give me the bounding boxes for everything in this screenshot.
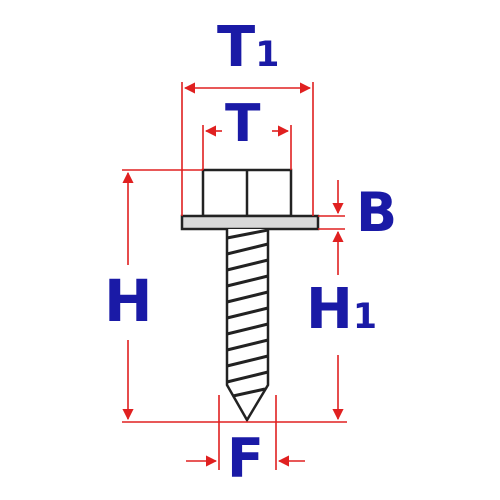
label-t-main: T (225, 94, 261, 154)
label-t1-main: T (217, 15, 256, 80)
label-t1-subscript: 1 (255, 35, 280, 75)
label-h1-main: H (306, 277, 353, 342)
label-h1: H1 (306, 282, 377, 338)
label-b-main: B (356, 181, 398, 244)
label-h1-subscript: 1 (352, 297, 378, 337)
label-t1: T1 (217, 20, 279, 76)
screw-body (180, 168, 320, 423)
label-f: F (227, 432, 264, 486)
label-h-main: H (104, 267, 153, 335)
thread-ridges (226, 228, 269, 398)
label-t: T (225, 98, 260, 150)
label-h: H (104, 272, 153, 330)
washer-flange (180, 214, 320, 231)
label-b: B (356, 186, 397, 240)
dimension-lines (122, 82, 347, 470)
label-f-main: F (227, 427, 264, 490)
